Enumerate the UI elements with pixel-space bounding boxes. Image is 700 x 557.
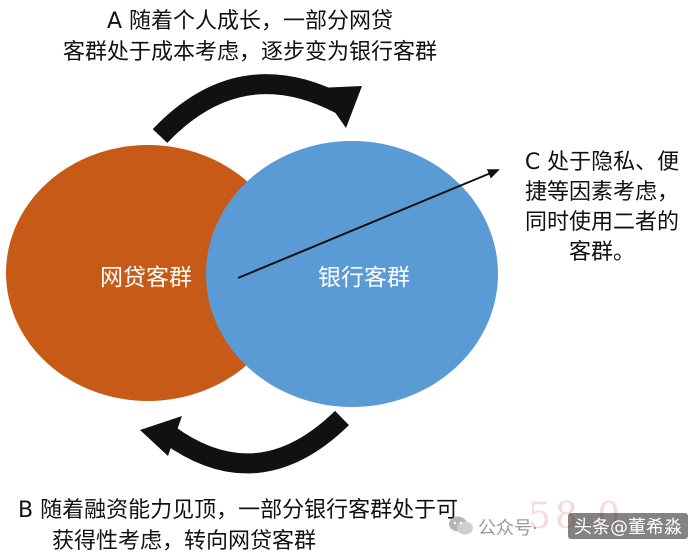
label-b-line2: 获得性考虑，转向网贷客群 [52,529,317,554]
watermark: 58.0 公众号· 头条@董希淼 [448,496,698,548]
bank-circle [206,141,498,407]
bottom-curved-arrow [162,410,349,474]
bank-label: 银行客群 [318,265,410,291]
bottom-arrow-head [140,416,182,456]
top-arrow-head [318,86,362,128]
watermark-author: 头条@董希淼 [568,513,688,539]
label-b-line1: B 随着融资能力见顶，一部分银行客群处于可 [18,498,459,523]
pointer-arrow [237,169,500,279]
wechat-icon [449,516,473,535]
label-b: B 随着融资能力见顶，一部分银行客群处于可 获得性考虑，转向网贷客群 [18,495,488,557]
label-c: C 处于隐私、便 捷等因素考虑， 同时使用二者的 客群。 [508,148,696,268]
watermark-account: 公众号· [478,518,538,539]
online-loan-label: 网贷客群 [100,265,192,291]
label-a-line2: 客群处于成本考虑，逐步变为银行客群 [62,40,437,65]
label-c-line2: 捷等因素考虑， [524,180,679,205]
label-c-line1: C 处于隐私、便 [524,150,680,175]
label-c-line3: 同时使用二者的 [524,210,679,235]
label-a: A 随着个人成长，一部分网贷 客群处于成本考虑，逐步变为银行客群 [40,6,460,68]
online-loan-circle [6,145,290,401]
label-c-line4: 客群。 [568,240,635,265]
top-curved-arrow [152,74,345,143]
label-a-line1: A 随着个人成长，一部分网贷 [106,9,394,34]
